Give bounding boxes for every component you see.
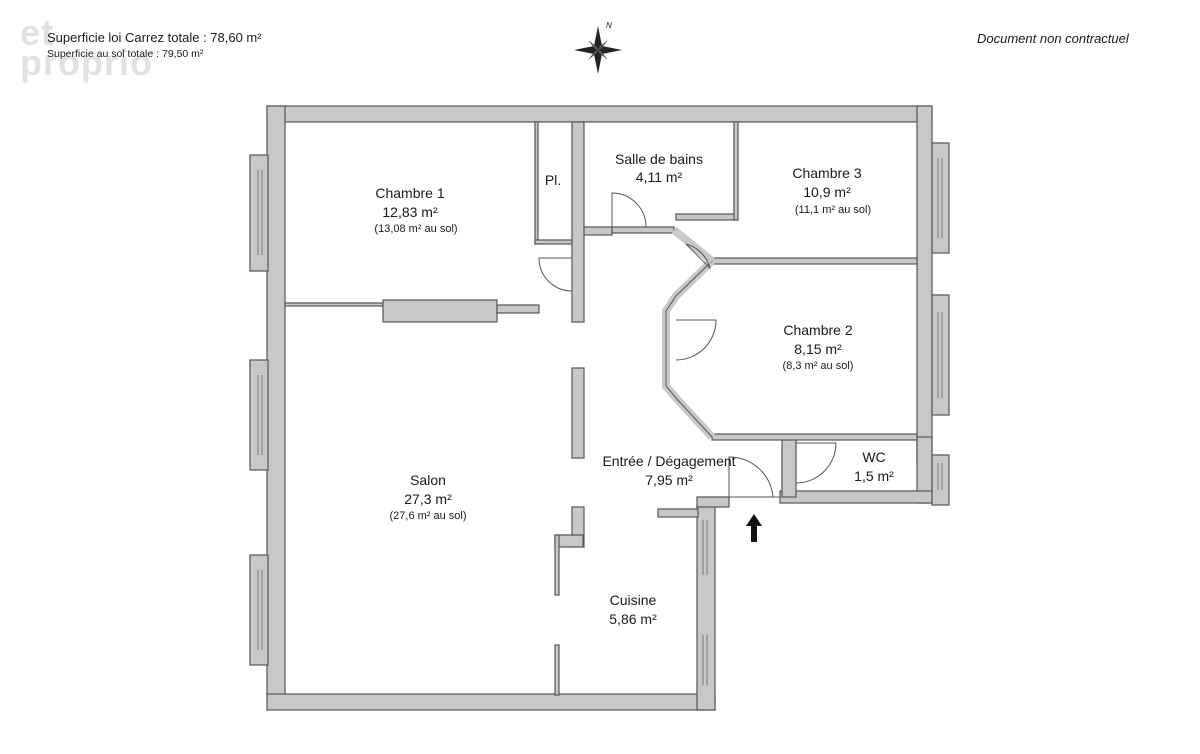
room-name: Salle de bains bbox=[615, 151, 703, 167]
room-area: 7,95 m² bbox=[645, 472, 693, 488]
room-floor-area: (8,3 m² au sol) bbox=[783, 360, 854, 372]
wall-bottom bbox=[266, 693, 716, 711]
room-name: Pl. bbox=[545, 172, 561, 188]
wall-kitchen-left-lower bbox=[554, 644, 560, 696]
window-bay-left-2 bbox=[249, 359, 269, 471]
windows bbox=[257, 158, 943, 685]
room-area: 12,83 m² bbox=[382, 204, 438, 220]
wall-ch1-salon-end bbox=[496, 304, 540, 314]
door-wc bbox=[795, 442, 837, 484]
wall-left bbox=[266, 105, 286, 699]
wall-kitchen-left-upper bbox=[554, 534, 560, 596]
door-chambre2 bbox=[675, 319, 717, 361]
room-name: Salon bbox=[410, 472, 446, 488]
room-area: 1,5 m² bbox=[854, 468, 894, 484]
wall-placard-left bbox=[534, 121, 539, 245]
wall-corridor-left bbox=[571, 121, 585, 323]
room-floor-area: (11,1 m² au sol) bbox=[795, 204, 871, 216]
window-bay-left-1 bbox=[249, 154, 269, 272]
room-area: 8,15 m² bbox=[794, 341, 842, 357]
floor-total: Superficie au sol totale : 79,50 m² bbox=[47, 48, 204, 60]
compass-north-label: N bbox=[606, 21, 612, 30]
doors bbox=[538, 192, 837, 498]
door-entry bbox=[728, 456, 774, 498]
wall-sdb-bottom bbox=[611, 226, 675, 234]
room-area: 5,86 m² bbox=[609, 611, 657, 627]
room-chambre-1: Chambre 1 12,83 m² (13,08 m² au sol) bbox=[374, 185, 457, 235]
wall-wc-left bbox=[781, 436, 797, 498]
wall-kitchen-top-right bbox=[657, 508, 699, 518]
room-name: Entrée / Dégagement bbox=[602, 453, 735, 469]
room-entree: Entrée / Dégagement 7,95 m² bbox=[602, 453, 735, 488]
room-name: Cuisine bbox=[610, 592, 657, 608]
room-wc: WC 1,5 m² bbox=[854, 449, 894, 484]
wall-ch1-salon-thin bbox=[284, 302, 384, 307]
wall-sdb-bottom-left bbox=[583, 226, 613, 236]
room-cuisine: Cuisine 5,86 m² bbox=[609, 592, 657, 627]
wall-kitchen-right bbox=[696, 504, 716, 711]
compass-icon: N bbox=[574, 21, 622, 74]
room-area: 4,11 m² bbox=[636, 169, 683, 185]
watermark-logo: et proprio bbox=[20, 12, 153, 83]
wall-sdb-right bbox=[733, 121, 739, 221]
wall-entry-left bbox=[696, 496, 730, 508]
room-name: Chambre 3 bbox=[792, 165, 861, 181]
room-area: 10,9 m² bbox=[803, 184, 851, 200]
window-bay-right-2 bbox=[931, 294, 950, 416]
disclaimer: Document non contractuel bbox=[977, 31, 1129, 46]
wall-top bbox=[266, 105, 933, 123]
walls bbox=[249, 105, 950, 711]
window-bay-right-1 bbox=[931, 142, 950, 254]
wall-ch3-ch2 bbox=[711, 257, 918, 265]
room-floor-area: (27,6 m² au sol) bbox=[389, 510, 466, 522]
carrez-total: Superficie loi Carrez totale : 78,60 m² bbox=[47, 30, 262, 45]
window-bay-left-3 bbox=[249, 554, 269, 666]
room-area: 27,3 m² bbox=[404, 491, 452, 507]
door-ch2-upper bbox=[685, 243, 711, 270]
window-bay-right-3 bbox=[931, 454, 950, 506]
room-salle-de-bains: Salle de bains 4,11 m² bbox=[615, 151, 703, 185]
room-name: Chambre 2 bbox=[783, 322, 852, 338]
room-name: Chambre 1 bbox=[375, 185, 444, 201]
wall-sdb-diagonal bbox=[671, 226, 715, 265]
room-chambre-2: Chambre 2 8,15 m² (8,3 m² au sol) bbox=[783, 322, 854, 372]
wall-sdb-ch3 bbox=[675, 213, 737, 221]
wall-wc-bottom bbox=[779, 490, 933, 504]
watermark-line-1: et bbox=[20, 12, 55, 53]
wall-ch2-bay bbox=[662, 258, 715, 440]
wall-right-upper bbox=[916, 105, 933, 462]
room-name: WC bbox=[862, 449, 885, 465]
wall-corridor-mid bbox=[571, 367, 585, 459]
wall-placard-bottom bbox=[534, 239, 573, 245]
door-sdb bbox=[611, 192, 647, 228]
wall-ch2-bottom bbox=[711, 433, 918, 441]
wall-ch1-salon bbox=[382, 299, 498, 323]
room-floor-area: (13,08 m² au sol) bbox=[374, 223, 457, 235]
watermark-line-2: proprio bbox=[20, 42, 153, 83]
room-placard: Pl. bbox=[545, 172, 561, 188]
room-salon: Salon 27,3 m² (27,6 m² au sol) bbox=[389, 472, 466, 522]
door-chambre1 bbox=[538, 257, 573, 292]
entrance-arrow-icon bbox=[746, 514, 762, 542]
room-chambre-3: Chambre 3 10,9 m² (11,1 m² au sol) bbox=[792, 165, 871, 216]
